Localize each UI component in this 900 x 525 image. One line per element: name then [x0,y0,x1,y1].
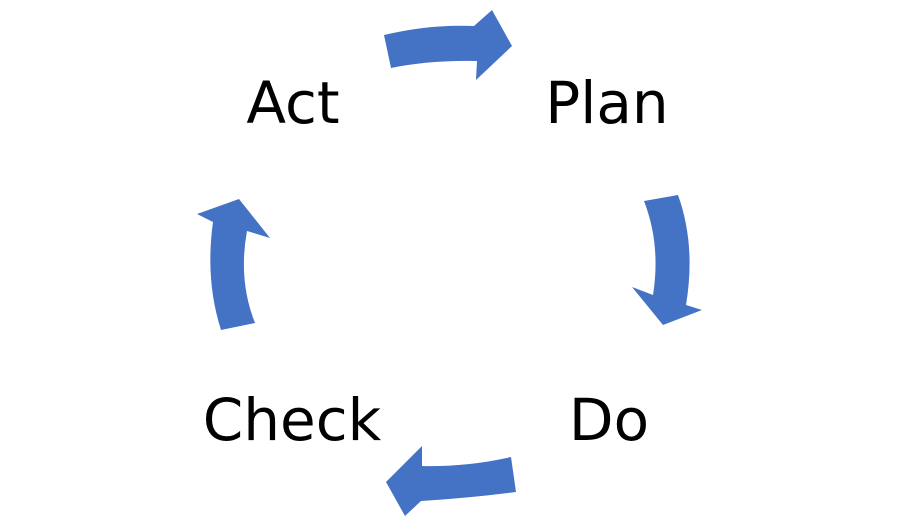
arrow-plan-to-do [632,195,702,325]
stage-label-plan: Plan [545,69,668,137]
arrow-do-to-check [386,446,516,516]
stage-label-act: Act [246,69,339,137]
arrow-act-to-plan [384,10,512,80]
arrow-check-to-act [197,199,270,330]
cycle-arrows [197,10,702,516]
stage-label-do: Do [569,386,649,454]
stage-label-check: Check [203,386,382,454]
